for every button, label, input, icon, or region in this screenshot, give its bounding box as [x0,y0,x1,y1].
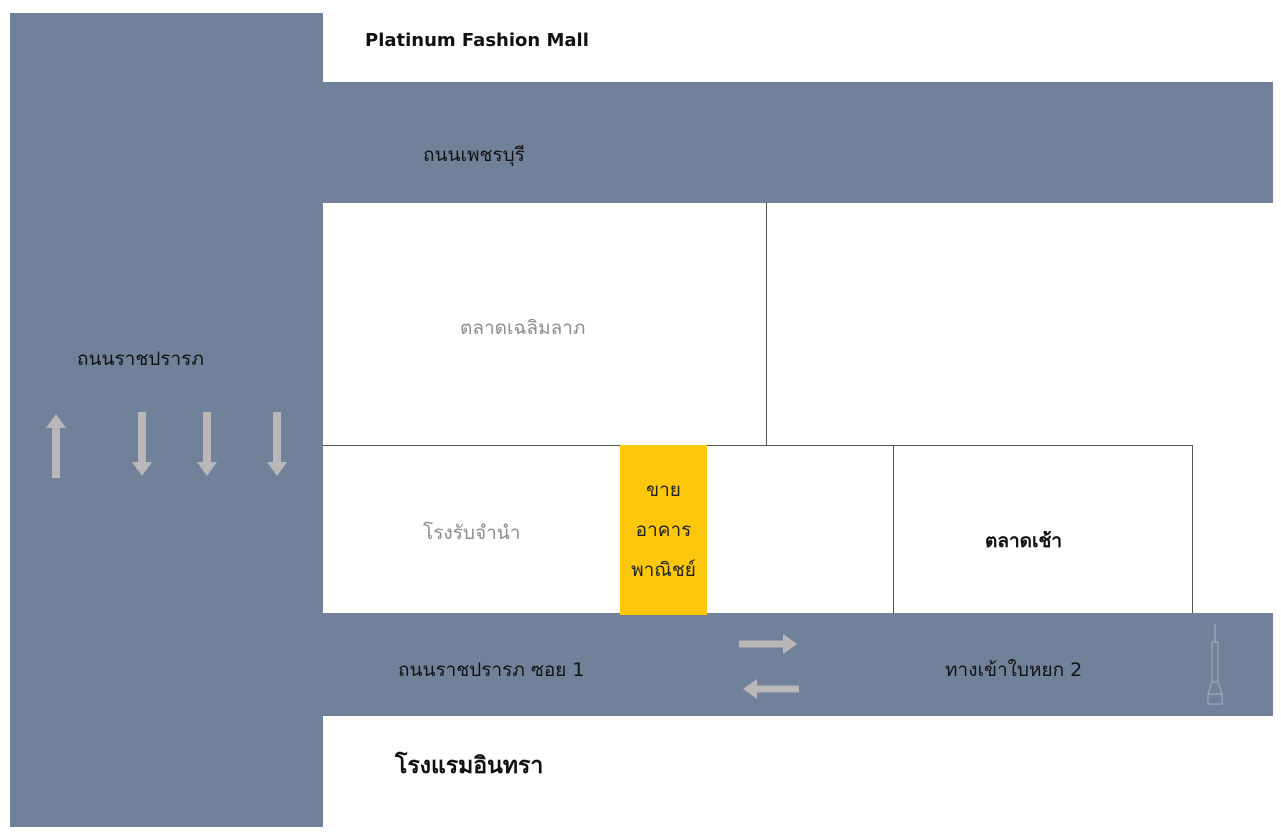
for-sale-line-1: ขาย [646,479,681,501]
divider [323,445,1193,446]
for-sale-line-2: อาคาร [635,519,692,541]
divider [766,203,767,445]
pawnshop-label: โรงรับจำนำ [423,522,521,544]
road-phetchaburi [323,82,1273,203]
divider [1192,445,1193,613]
road-label-soi-1: ถนนราชปรารภ ซอย 1 [398,659,585,681]
for-sale-line-3: พาณิชย์ [631,559,696,581]
road-label-phetchaburi: ถนนเพชรบุรี [423,144,525,166]
morning-market-label: ตลาดเช้า [985,530,1063,552]
for-sale-building[interactable]: ขาย อาคาร พาณิชย์ [620,445,707,615]
entrance-label: ทางเข้าใบหยก 2 [945,659,1083,681]
tower-icon [1207,624,1223,705]
arrow-right-icon [739,634,797,654]
arrow-down-icon [132,412,152,476]
arrow-left-icon [743,679,799,699]
road-ratchaprarop [10,13,323,827]
traffic-arrows-left-road [46,412,287,478]
market-chalerm-label: ตลาดเฉลิมลาภ [460,317,586,339]
divider [893,445,894,613]
arrow-down-icon [197,412,217,476]
arrow-up-icon [46,414,66,478]
arrow-down-icon [267,412,287,476]
traffic-arrows-soi [739,634,799,699]
landmark-platinum-fashion-mall: Platinum Fashion Mall [365,30,589,51]
hotel-label: โรงแรมอินทรา [395,753,544,779]
road-ratchaprarop-soi-1 [323,613,1273,716]
road-label-ratchaprarop: ถนนราชปรารภ [77,348,204,370]
